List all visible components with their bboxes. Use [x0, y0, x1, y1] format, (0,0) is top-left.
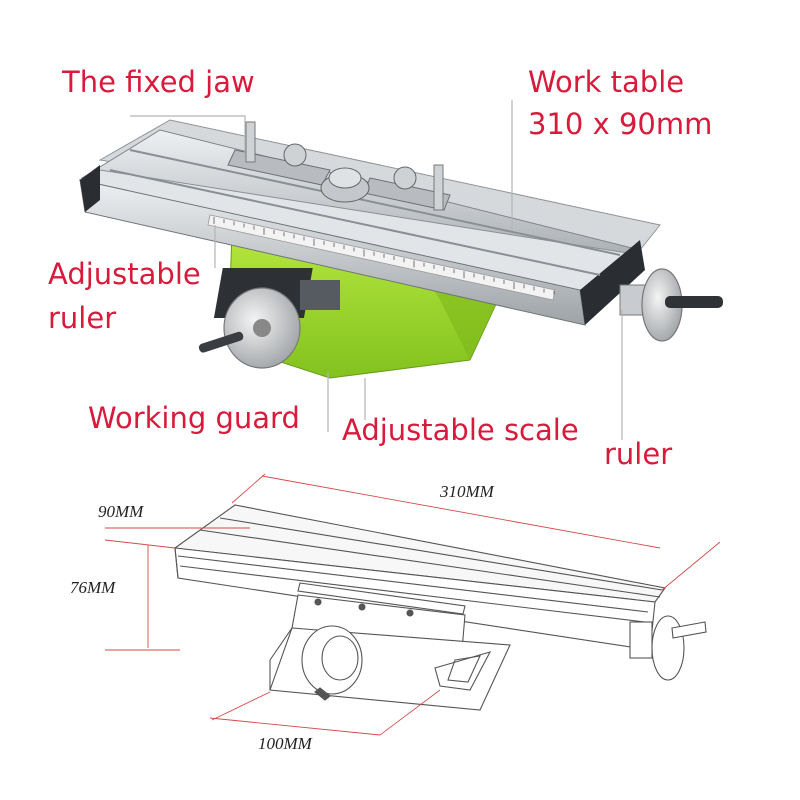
technical-drawing	[173, 504, 707, 711]
dimension-lines	[104, 473, 721, 736]
label-work-table: Work table	[528, 65, 685, 99]
dim-height: 76MM	[70, 578, 116, 597]
dim-width: 90MM	[98, 502, 144, 521]
label-adjustable-ruler: Adjustable	[48, 257, 201, 291]
label-ruler: ruler	[604, 437, 673, 471]
leader-lines	[130, 100, 623, 440]
handwheel-right	[619, 268, 723, 342]
label-adjustable-ruler-2: ruler	[48, 301, 117, 335]
label-work-table-size: 310 x 90mm	[528, 107, 713, 141]
dim-length: 310MM	[440, 482, 494, 501]
label-fixed-jaw: The fixed jaw	[62, 65, 255, 99]
dim-base: 100MM	[258, 734, 312, 753]
label-adjustable-scale: Adjustable scale	[342, 413, 579, 447]
fixed-jaw	[227, 121, 451, 211]
adjustable-ruler	[207, 214, 556, 301]
label-working-guard: Working guard	[88, 401, 300, 435]
handwheel-left	[198, 287, 301, 369]
